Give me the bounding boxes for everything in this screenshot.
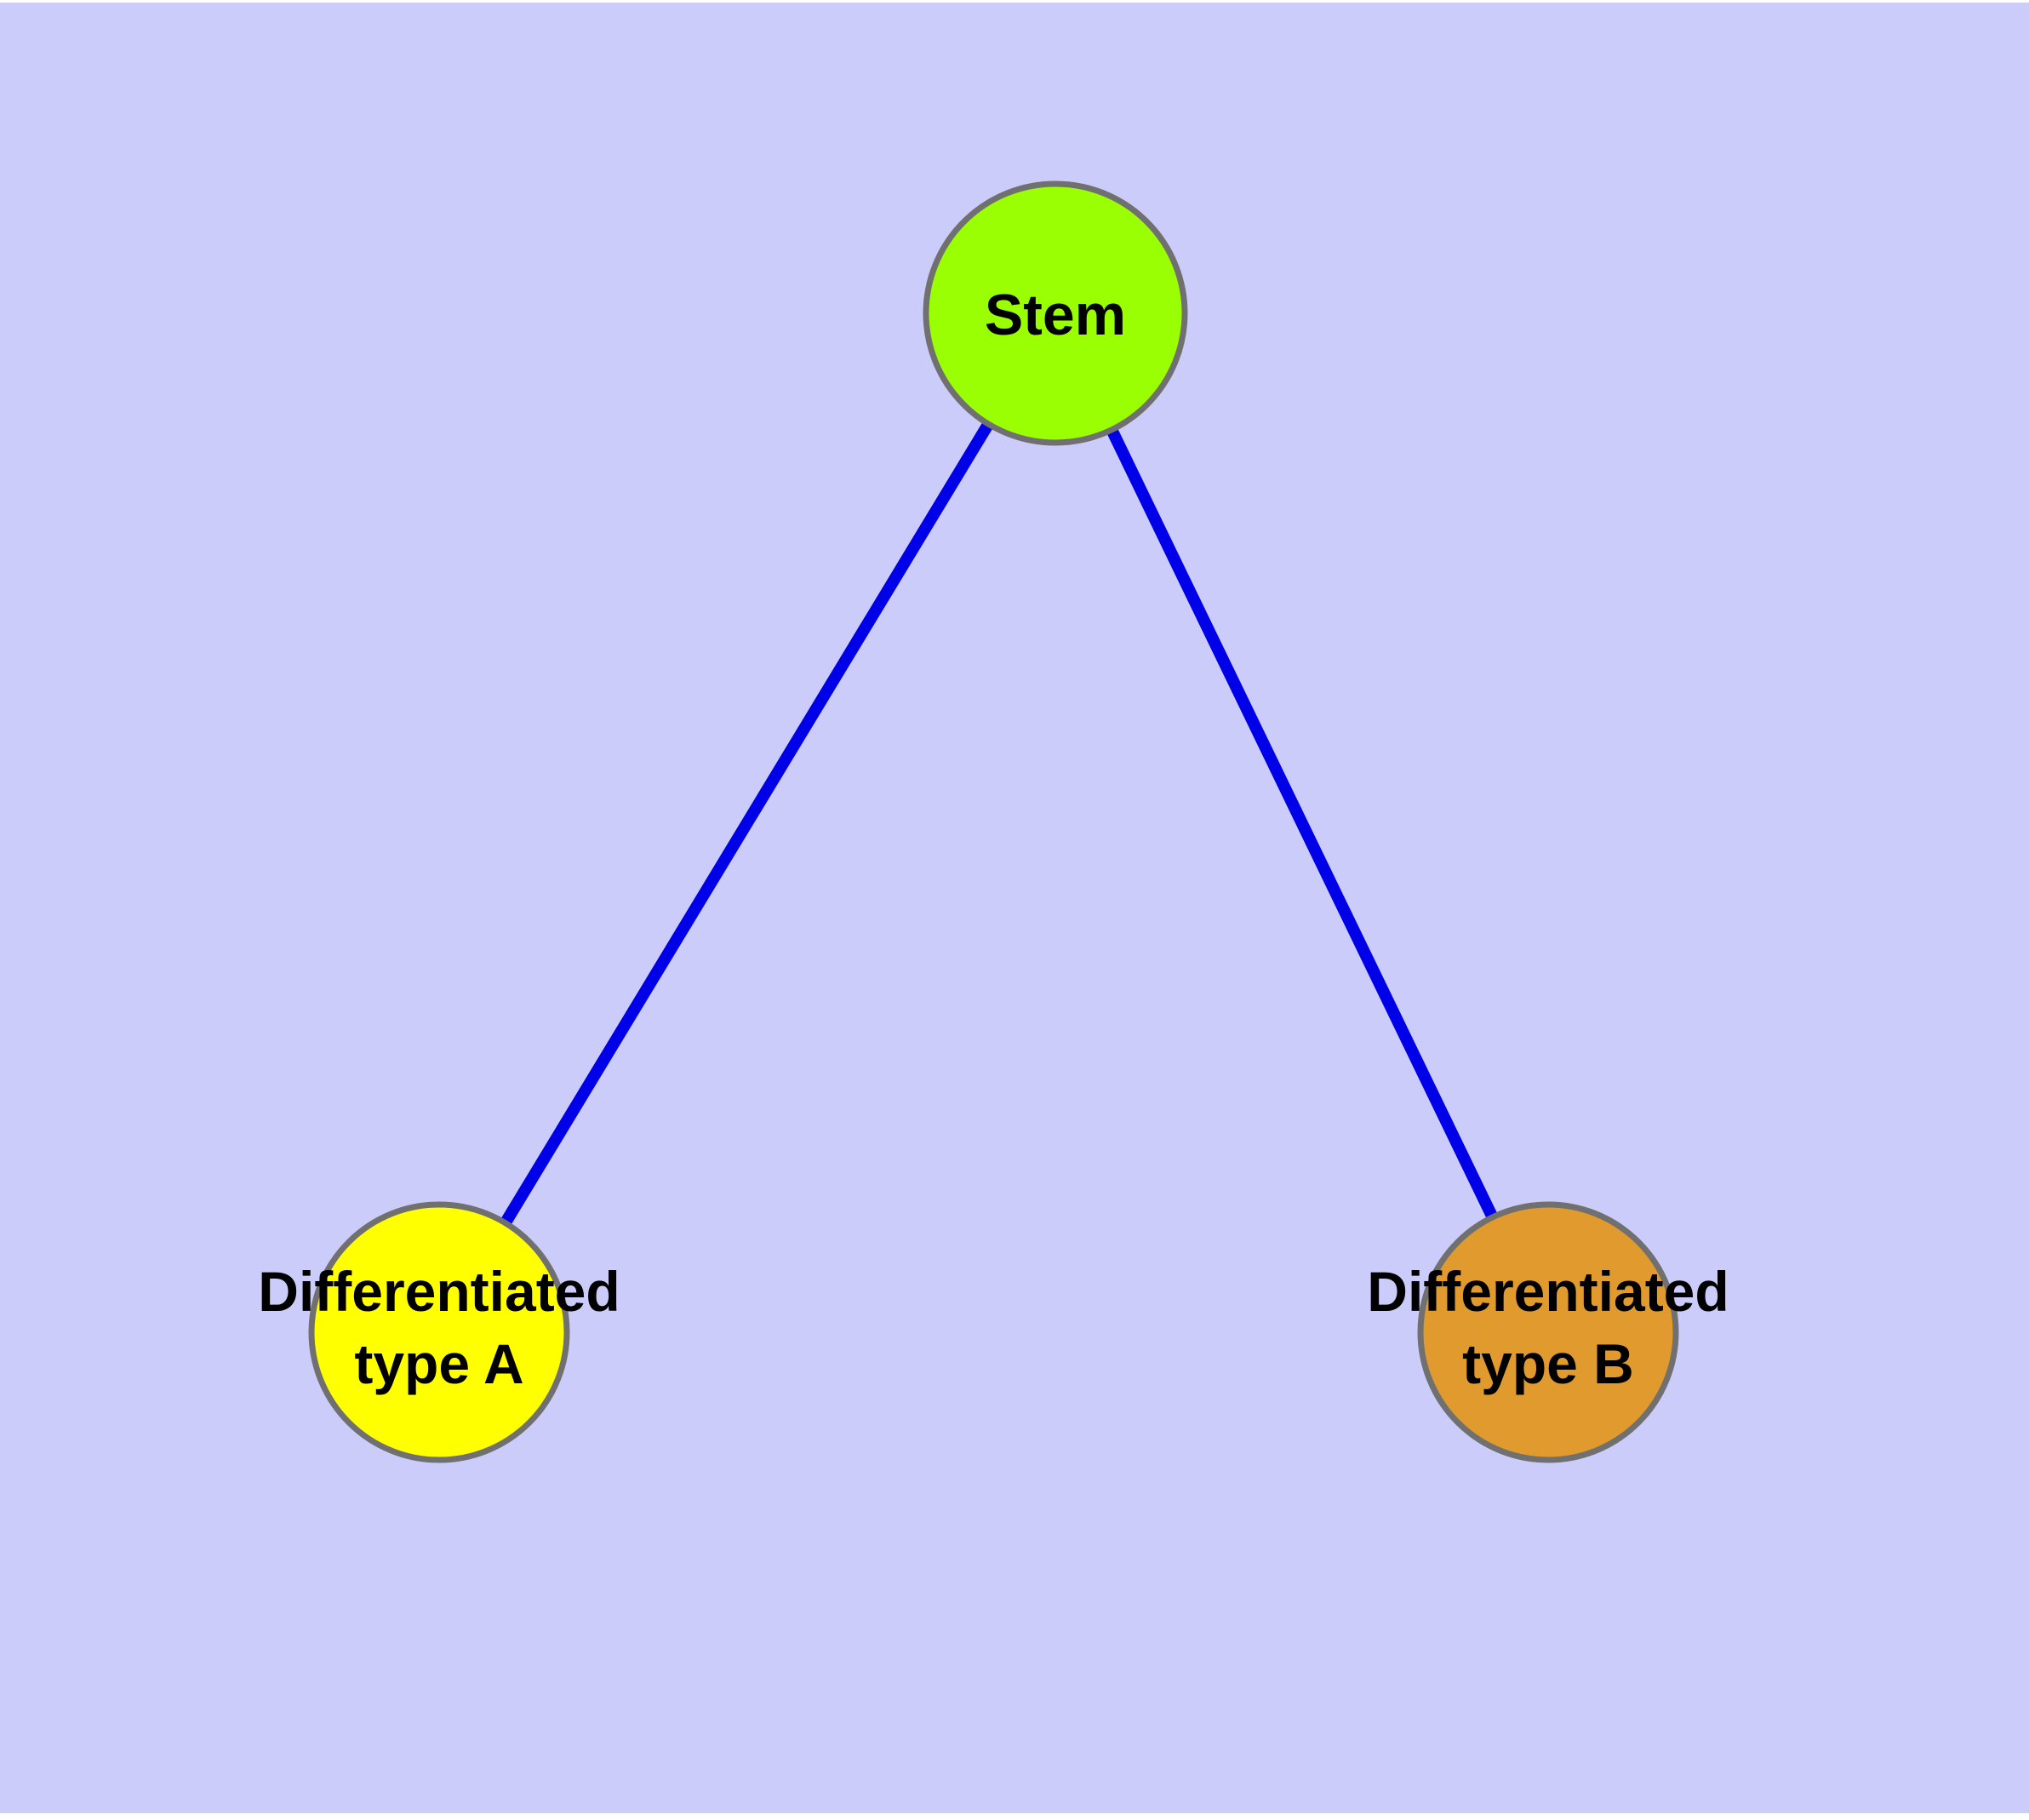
node-stem-label: Stem <box>985 283 1126 347</box>
node-differentiated-type-b-circle[interactable] <box>1417 1201 1679 1463</box>
graph-plot-area: Stem Differentiated type A Differentiate… <box>0 3 2029 1813</box>
node-differentiated-type-a-label-line1: Differentiated <box>258 1260 620 1323</box>
node-layer: Stem Differentiated type A Differentiate… <box>258 180 1729 1463</box>
node-differentiated-type-a-label-line2: type A <box>354 1332 523 1395</box>
node-differentiated-type-b[interactable]: Differentiated type B <box>1367 1201 1729 1463</box>
node-differentiated-type-a[interactable]: Differentiated type A <box>258 1201 620 1463</box>
node-stem-circle[interactable] <box>923 180 1188 446</box>
graph-diagram: Stem Differentiated type A Differentiate… <box>258 180 1729 1463</box>
edge-stem-to-differentiated-type-a[interactable] <box>434 310 1060 1336</box>
node-differentiated-type-a-circle[interactable] <box>308 1201 570 1463</box>
node-differentiated-type-b-label-line2: type B <box>1462 1332 1634 1395</box>
edge-layer <box>434 310 1554 1336</box>
node-differentiated-type-b-label-line1: Differentiated <box>1367 1260 1729 1323</box>
edge-stem-to-differentiated-type-b[interactable] <box>1049 310 1554 1336</box>
node-stem[interactable]: Stem <box>923 180 1188 446</box>
